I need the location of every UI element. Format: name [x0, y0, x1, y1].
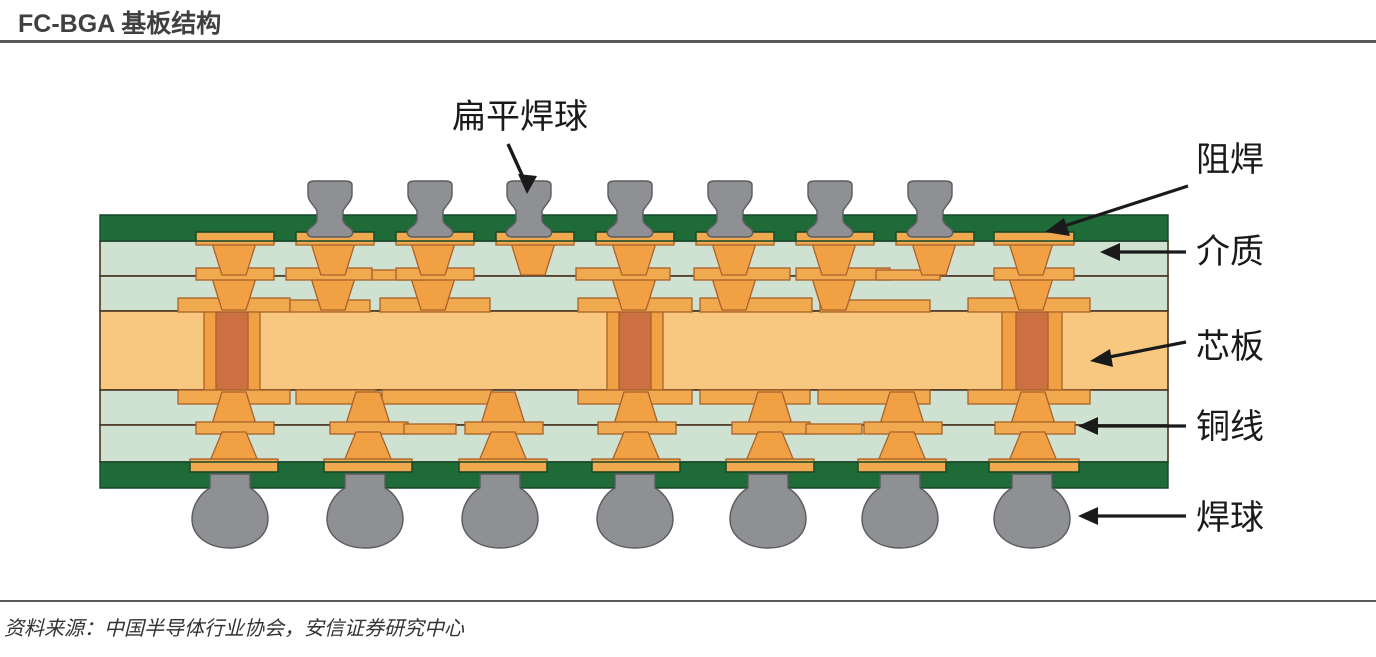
callout-dielectric: 介质	[1100, 233, 1264, 271]
plated-through-hole	[1001, 310, 1063, 391]
callout-flat-solder-bump: 扁平焊球	[452, 98, 588, 194]
copper-trace	[805, 423, 863, 435]
copper-trace	[403, 423, 457, 435]
flat-solder-bump	[606, 180, 654, 238]
callout-solder-ball: 焊球	[1078, 499, 1264, 537]
bga-land-pad	[857, 458, 947, 473]
bga-land-pad	[458, 458, 548, 473]
label-core: 芯板	[1196, 328, 1264, 366]
bga-land-pad	[189, 458, 279, 473]
label-solder-ball: 焊球	[1196, 499, 1264, 537]
footer-divider	[0, 600, 1376, 602]
buildup-layer1-vias	[195, 231, 1075, 276]
label-dielectric: 介质	[1196, 233, 1264, 271]
title-divider	[0, 40, 1376, 43]
plated-through-hole	[203, 310, 261, 391]
bga-land-pad	[725, 458, 815, 473]
title-bar: FC-BGA 基板结构	[0, 0, 1376, 44]
label-flat-solder-bump: 扁平焊球	[452, 98, 588, 136]
figure-container: 扁平焊球 阻焊 介质 芯板 铜线 焊球	[0, 46, 1376, 598]
copper-trace	[381, 389, 493, 405]
flat-solder-bump	[806, 180, 854, 238]
bga-land-pad	[988, 458, 1080, 473]
flat-solder-bump	[706, 180, 754, 238]
copper-trace	[699, 297, 813, 313]
label-solder-resist: 阻焊	[1196, 141, 1264, 179]
callout-solder-resist: 阻焊	[1045, 141, 1264, 236]
flat-solder-bump	[906, 180, 954, 238]
callout-core: 芯板	[1090, 328, 1264, 367]
bga-land-pad	[591, 458, 681, 473]
label-copper-trace: 铜线	[1196, 408, 1264, 446]
page-title: FC-BGA 基板结构	[18, 10, 222, 38]
fc-bga-cross-section-diagram: 扁平焊球 阻焊 介质 芯板 铜线 焊球	[99, 98, 1264, 549]
source-note: 资料来源：中国半导体行业协会，安信证券研究中心	[4, 618, 464, 640]
callout-copper-trace: 铜线	[1078, 408, 1264, 446]
copper-pad	[195, 231, 275, 246]
plated-through-hole	[606, 310, 664, 391]
flat-solder-bump	[306, 180, 354, 238]
bga-land-pad	[323, 458, 413, 473]
flat-solder-bump	[406, 180, 454, 238]
